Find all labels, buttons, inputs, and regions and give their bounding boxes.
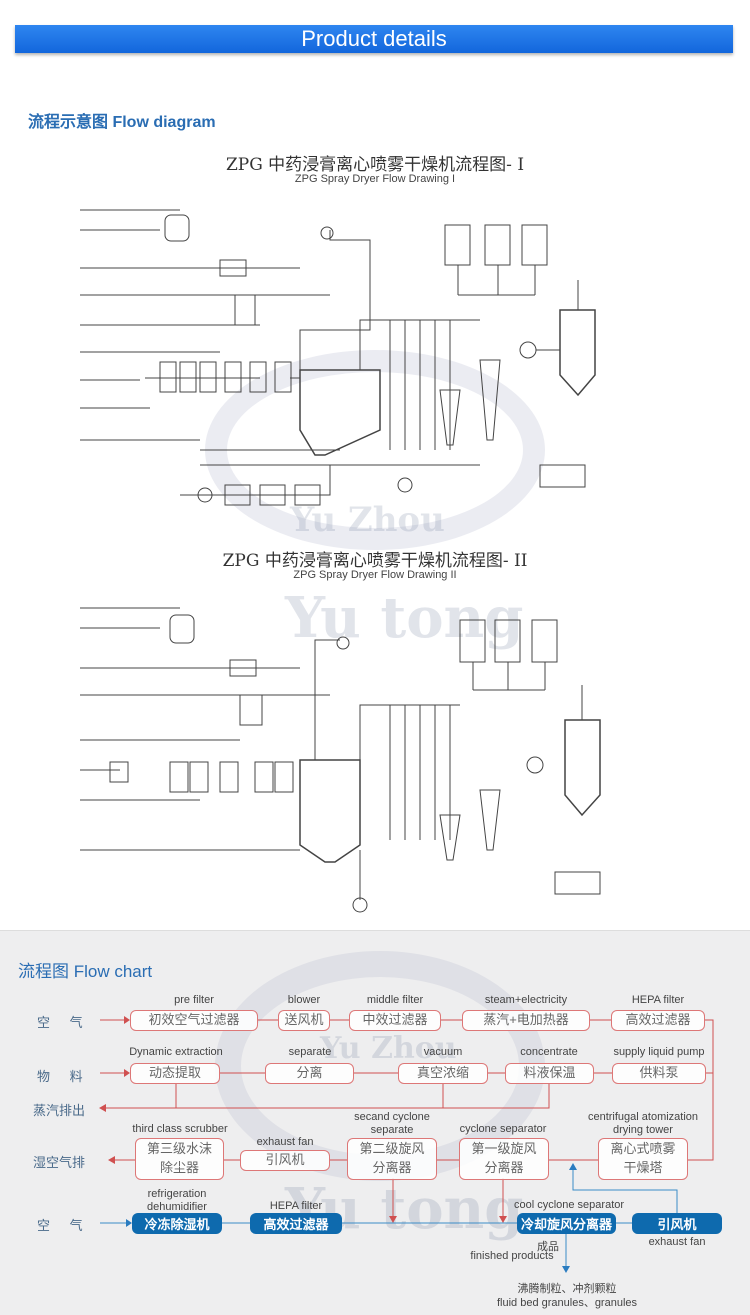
step-label: middle filter — [366, 994, 424, 1006]
step-label: HEPA filter — [269, 1200, 323, 1212]
step-hepa-filter: 高效过滤器 — [611, 1010, 705, 1031]
step-label: exhaust fan — [648, 1236, 706, 1248]
step-label: third class scrubber — [132, 1123, 228, 1135]
step-label: exhaust fan — [256, 1136, 314, 1148]
step-label: HEPA filter — [631, 994, 685, 1006]
flow-chart-heading: 流程图 Flow chart — [18, 962, 153, 981]
step-hepa-filter-2: 高效过滤器 — [250, 1213, 342, 1234]
step-label: separate — [288, 1046, 332, 1058]
step-label: concentrate — [520, 1046, 578, 1058]
step-label: secand cyclone separate — [354, 1111, 430, 1136]
product-output-en: fluid bed granules、granules — [496, 1297, 638, 1309]
product-label-cn: 成品 — [537, 1241, 559, 1253]
step-dehumidifier: 冷冻除湿机 — [132, 1213, 222, 1234]
step-label: pre filter — [174, 994, 214, 1006]
step-blower: 送风机 — [278, 1010, 330, 1031]
product-label-en: finished products — [470, 1250, 554, 1262]
step-exhaust-fan: 引风机 — [240, 1150, 330, 1171]
step-middle-filter: 中效过滤器 — [349, 1010, 441, 1031]
flow-drawing-2 — [80, 607, 601, 913]
step-label: Dynamic extraction — [129, 1046, 223, 1058]
side-label-air-2: 空 气 — [37, 1218, 84, 1233]
page-header: Product details — [15, 25, 733, 53]
step-label: refrigeration dehumidifier — [147, 1188, 207, 1213]
step-scrubber: 第三级水沫 除尘器 — [135, 1138, 224, 1180]
step-dynamic-extraction: 动态提取 — [130, 1063, 220, 1084]
step-steam-heater: 蒸汽+电加热器 — [462, 1010, 590, 1031]
step-pre-filter: 初效空气过滤器 — [130, 1010, 258, 1031]
step-supply-pump: 供料泵 — [612, 1063, 706, 1084]
product-output-cn: 沸腾制粒、冲剂颗粒 — [517, 1283, 617, 1295]
side-label-steam-out: 蒸汽排出 — [33, 1103, 86, 1118]
step-separate: 分离 — [265, 1063, 354, 1084]
step-drying-tower: 离心式喷雾 干燥塔 — [598, 1138, 688, 1180]
step-vacuum: 真空浓缩 — [398, 1063, 488, 1084]
step-label: steam+electricity — [484, 994, 568, 1006]
step-second-cyclone: 第二级旋风 分离器 — [347, 1138, 437, 1180]
step-concentrate: 料液保温 — [505, 1063, 594, 1084]
step-label: centrifugal atomization drying tower — [587, 1111, 699, 1136]
step-first-cyclone: 第一级旋风 分离器 — [459, 1138, 549, 1180]
drawing1-subtitle: ZPG Spray Dryer Flow Drawing I — [294, 173, 456, 185]
step-label: cyclone separator — [459, 1123, 547, 1135]
step-label: vacuum — [423, 1046, 463, 1058]
step-exhaust-fan-2: 引风机 — [632, 1213, 722, 1234]
side-label-material: 物 料 — [37, 1069, 84, 1084]
side-label-air: 空 气 — [37, 1015, 84, 1030]
drawing1-title: ZPG 中药浸膏离心喷雾干燥机流程图- I — [225, 155, 525, 175]
step-label: blower — [287, 994, 321, 1006]
step-label: supply liquid pump — [613, 1046, 705, 1058]
flow-drawing-1 — [80, 209, 596, 506]
step-label: cool cyclone separator — [513, 1199, 625, 1211]
side-label-wet-air: 湿空气排 — [33, 1155, 86, 1170]
step-cool-cyclone: 冷却旋风分离器 — [517, 1213, 616, 1234]
inlet-lines — [80, 209, 330, 441]
flow-diagram-heading: 流程示意图 Flow diagram — [28, 114, 216, 131]
drawing2-subtitle: ZPG Spray Dryer Flow Drawing II — [293, 569, 457, 581]
drawing2-title: ZPG 中药浸膏离心喷雾干燥机流程图- II — [222, 551, 528, 571]
